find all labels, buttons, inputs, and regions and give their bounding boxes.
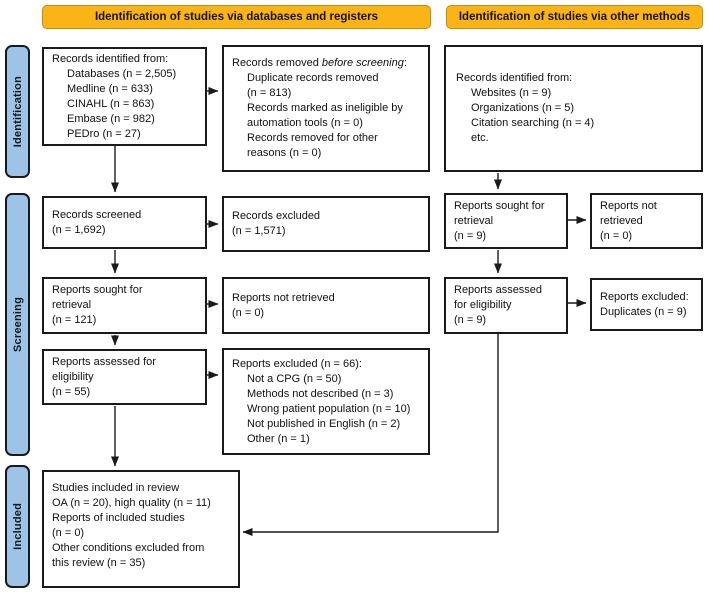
box-line: Websites (n = 9) xyxy=(471,87,552,99)
box-line: Medline (n = 633) xyxy=(67,82,153,95)
box-studies-included: Studies included in review OA (n = 20), … xyxy=(42,470,240,588)
box-line: Not published in English (n = 2) xyxy=(247,417,401,430)
box-line: Other (n = 1) xyxy=(247,432,310,445)
stage-label-identification: Identification xyxy=(5,45,30,178)
box-line: Reports of included studies xyxy=(52,512,185,524)
box-line: (n = 9) xyxy=(454,229,487,242)
box-line: (n = 1,571) xyxy=(232,225,286,237)
box-reports-not-retrieved-other: Reports not retrieved (n = 0) xyxy=(590,193,703,249)
stage-label-included: Included xyxy=(5,465,30,588)
box-title: Records identified from: xyxy=(456,72,573,84)
box-line: (n = 0) xyxy=(232,306,265,319)
box-line: Citation searching (n = 4) xyxy=(471,117,595,129)
box-line: Duplicates (n = 9) xyxy=(600,305,687,318)
box-line: Reports sought for xyxy=(454,199,545,212)
box-line: Reports excluded: xyxy=(600,290,689,303)
box-records-excluded: Records excluded (n = 1,571) xyxy=(222,196,430,252)
box-reports-excluded-duplicates: Reports excluded: Duplicates (n = 9) xyxy=(590,278,703,331)
box-line: OA (n = 20), high quality (n = 11) xyxy=(52,497,211,509)
box-line: Reports not xyxy=(600,199,657,212)
box-line: Methods not described (n = 3) xyxy=(247,387,394,400)
box-records-identified-other: Records identified from: Websites (n = 9… xyxy=(444,45,703,172)
box-records-identified-databases: Records identified from: Databases (n = … xyxy=(42,47,207,146)
box-line: Reports not retrieved xyxy=(232,291,335,304)
box-line: Organizations (n = 5) xyxy=(471,102,575,114)
box-line: Records screened xyxy=(52,208,142,221)
box-line: (n = 813) xyxy=(247,87,292,99)
header-label: Identification of studies via other meth… xyxy=(458,11,691,23)
box-line: Reports assessed xyxy=(454,284,543,296)
box-line: (n = 121) xyxy=(52,314,97,326)
box-line: etc. xyxy=(471,132,489,144)
box-records-screened: Records screened (n = 1,692) xyxy=(42,196,207,249)
box-line: for eligibility xyxy=(454,299,512,311)
title-prefix: Records removed xyxy=(232,57,322,69)
header-other-methods: Identification of studies via other meth… xyxy=(446,5,703,29)
box-line: CINAHL (n = 863) xyxy=(67,97,155,110)
title-suffix: : xyxy=(403,57,407,69)
box-line: reasons (n = 0) xyxy=(247,147,322,159)
stage-label-screening: Screening xyxy=(5,193,30,456)
box-title: Records identified from: xyxy=(52,52,169,65)
box-line: Duplicate records removed xyxy=(247,72,379,84)
stage-text: Screening xyxy=(11,297,24,352)
box-title: Records removed before screening: xyxy=(232,56,422,71)
box-reports-sought-retrieval-other: Reports sought for retrieval (n = 9) xyxy=(444,193,568,249)
box-line: (n = 9) xyxy=(454,314,487,326)
box-line: Reports sought for xyxy=(52,284,143,296)
title-italic: before screening xyxy=(321,57,404,69)
box-line: retrieval xyxy=(52,299,92,311)
box-line: Other conditions excluded from xyxy=(52,542,205,554)
box-reports-assessed-eligibility-db: Reports assessed for eligibility (n = 55… xyxy=(42,349,207,405)
box-line: this review (n = 35) xyxy=(52,557,146,569)
box-title: Reports excluded (n = 66): xyxy=(232,357,362,370)
box-line: Not a CPG (n = 50) xyxy=(247,372,342,385)
header-label: Identification of studies via databases … xyxy=(94,11,379,23)
box-line: Records marked as ineligible by xyxy=(247,102,403,114)
box-reports-excluded-reasons: Reports excluded (n = 66): Not a CPG (n … xyxy=(222,348,430,455)
box-line: Records excluded xyxy=(232,210,321,222)
box-line: Wrong patient population (n = 10) xyxy=(247,402,411,415)
box-line: automation tools (n = 0) xyxy=(247,117,363,129)
box-reports-sought-retrieval-db: Reports sought for retrieval (n = 121) xyxy=(42,277,207,334)
box-line: eligibility xyxy=(52,370,94,383)
box-line: Embase (n = 982) xyxy=(67,112,155,125)
header-databases-registers: Identification of studies via databases … xyxy=(42,5,431,29)
box-line: Records removed for other xyxy=(247,132,378,144)
stage-text: Included xyxy=(11,503,24,550)
box-reports-assessed-eligibility-other: Reports assessed for eligibility (n = 9) xyxy=(444,277,568,334)
box-line: (n = 0) xyxy=(600,229,633,242)
box-line: Databases (n = 2,505) xyxy=(67,67,177,80)
box-line: retrieved xyxy=(600,214,643,227)
box-line: PEDro (n = 27) xyxy=(67,127,141,140)
box-line: retrieval xyxy=(454,214,494,227)
box-line: (n = 55) xyxy=(52,385,91,398)
box-records-removed-before-screening: Records removed before screening: Duplic… xyxy=(222,45,430,172)
box-reports-not-retrieved-db: Reports not retrieved (n = 0) xyxy=(222,277,430,334)
box-line: (n = 0) xyxy=(52,527,85,539)
box-line: Reports assessed for xyxy=(52,355,156,368)
stage-text: Identification xyxy=(11,75,24,148)
box-line: (n = 1,692) xyxy=(52,223,106,236)
box-line: Studies included in review xyxy=(52,482,180,494)
